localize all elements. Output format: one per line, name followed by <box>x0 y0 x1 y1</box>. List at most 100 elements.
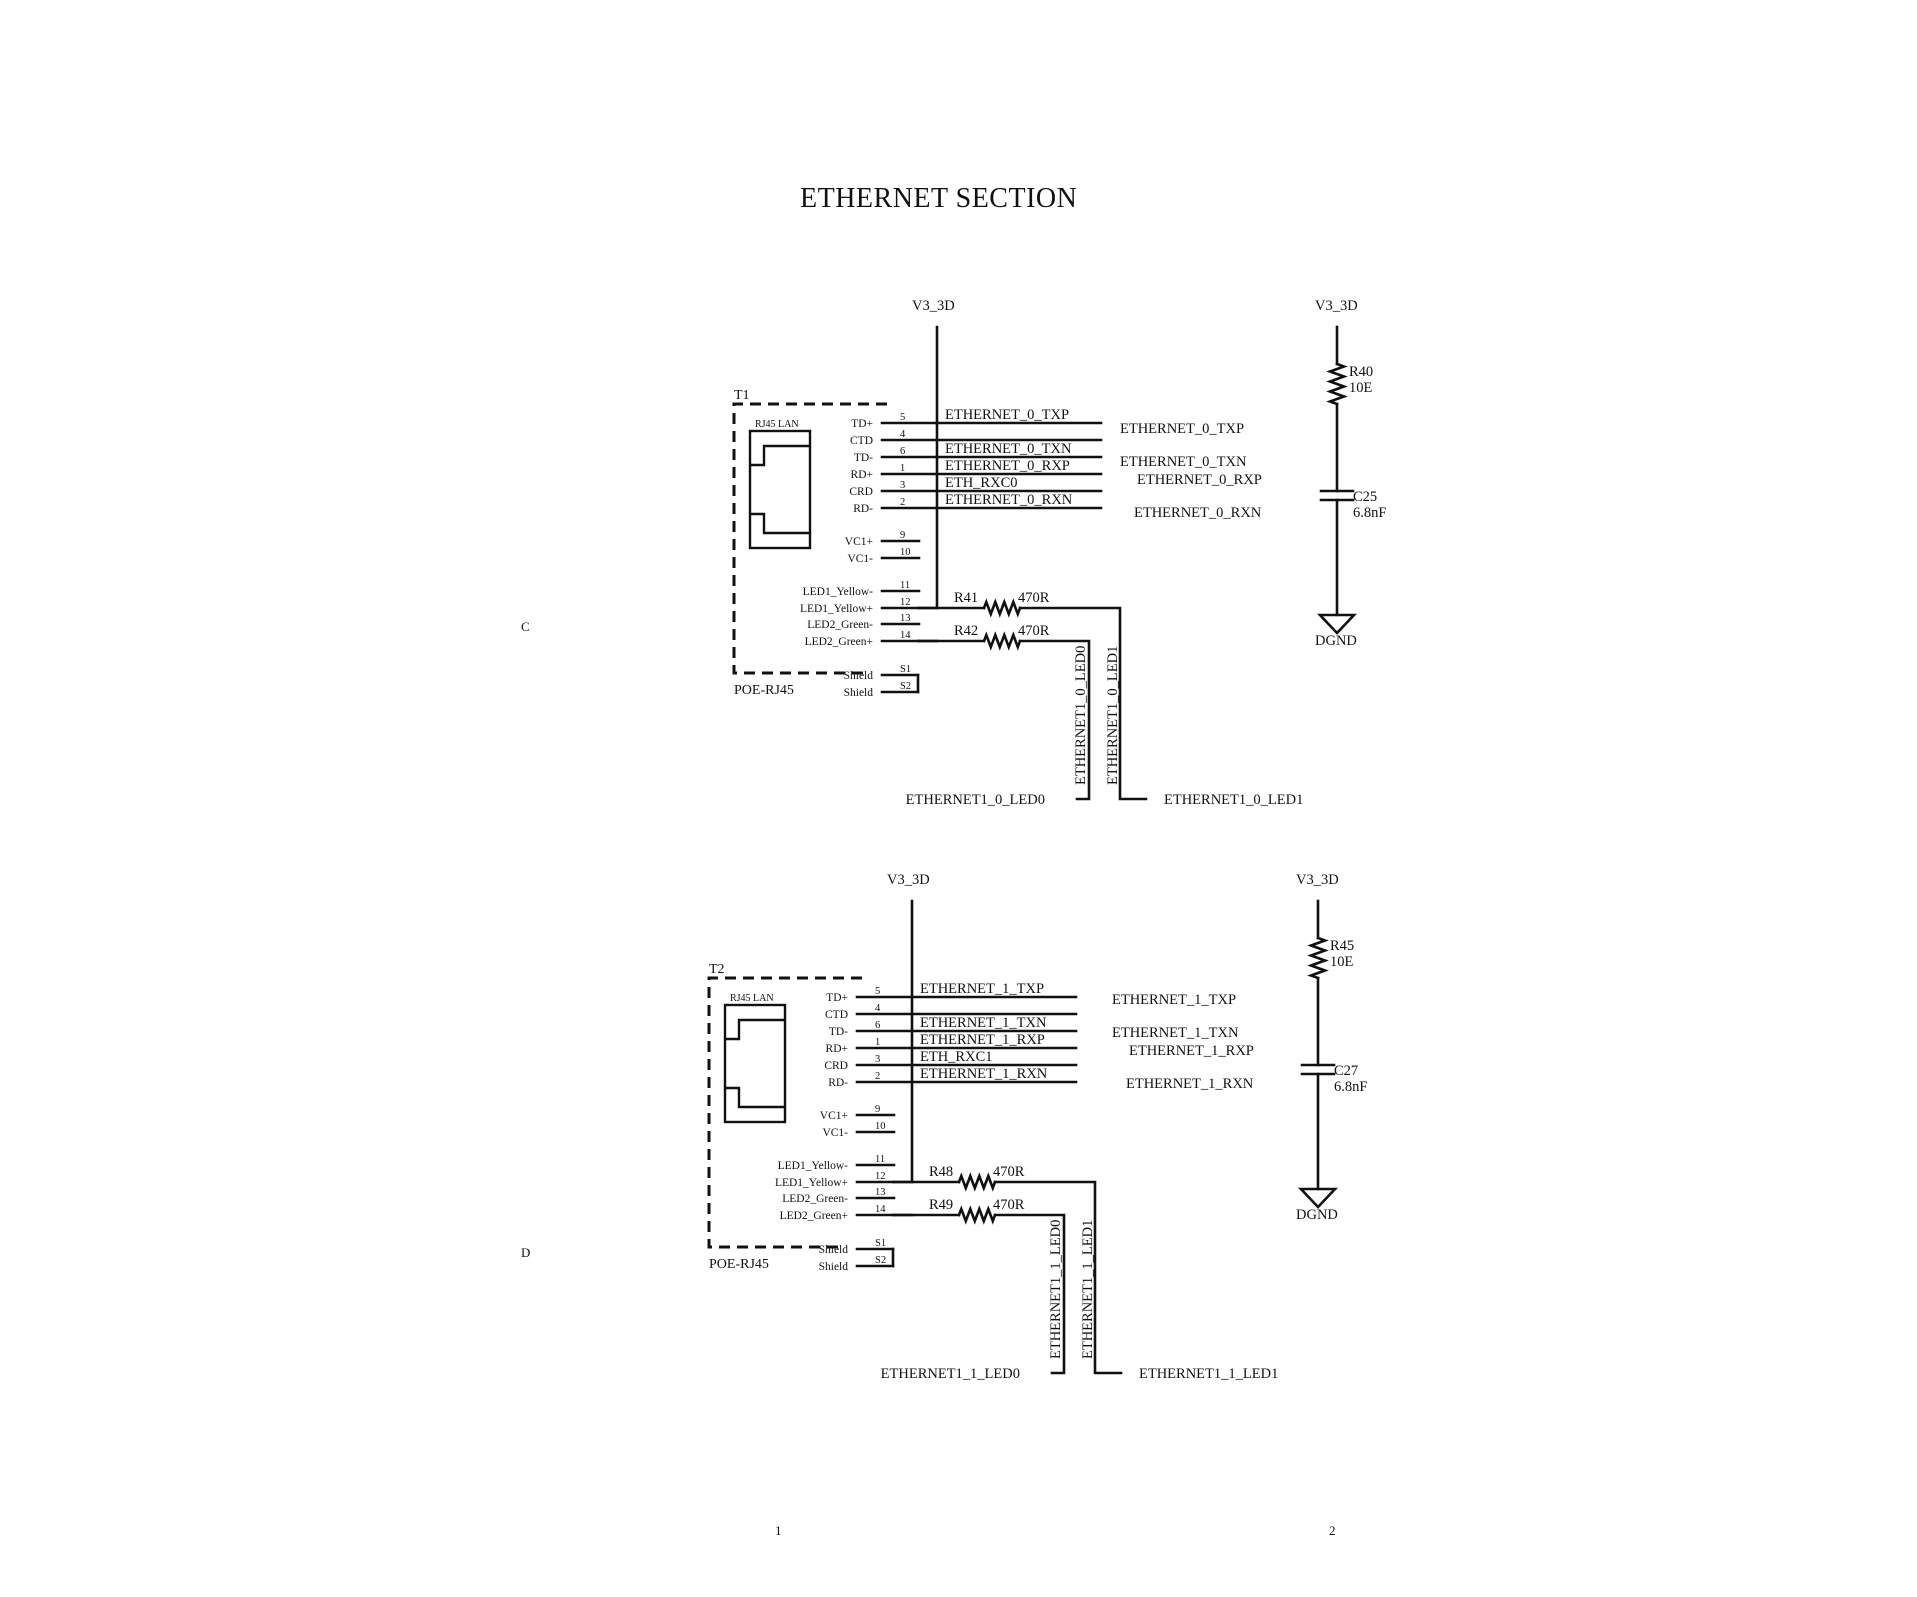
net-label: ETHERNET_0_TXN <box>945 441 1072 457</box>
led0-trace <box>993 1213 1066 1375</box>
net-label: ETHERNET_1_TXN <box>920 1015 1047 1031</box>
power-label: V3_3D <box>887 872 930 888</box>
led1-net-vertical: ETHERNET1_1_LED1 <box>1080 1220 1096 1359</box>
pin-name: TD+ <box>826 992 848 1004</box>
led1-net-label: ETHERNET1_0_LED1 <box>1164 792 1303 808</box>
pin-number: 13 <box>900 613 911 624</box>
pin-name: LED1_Yellow+ <box>775 1177 848 1189</box>
pin-number: 4 <box>900 429 906 440</box>
pin-name: RD+ <box>851 469 873 481</box>
led1-net-vertical: ETHERNET1_0_LED1 <box>1105 646 1121 785</box>
jack-outline <box>707 976 862 1249</box>
termination-power-label: V3_3D <box>1315 298 1358 314</box>
jack-value: POE-RJ45 <box>709 1257 769 1272</box>
pin-name: LED2_Green- <box>782 1193 848 1205</box>
pin-number: S1 <box>875 1238 886 1249</box>
led-resistor-ref: R49 <box>929 1197 953 1213</box>
zone-label-2: 2 <box>1329 1523 1336 1538</box>
pin-number: 5 <box>900 412 905 423</box>
capacitor-value: 6.8nF <box>1353 505 1386 521</box>
port-net-label: ETHERNET_1_RXP <box>1129 1043 1254 1059</box>
ground-icon <box>1297 1187 1339 1209</box>
pin-number: 2 <box>900 497 905 508</box>
jack-outline <box>732 402 887 675</box>
ground-label: DGND <box>1296 1207 1338 1223</box>
pin-number: 4 <box>875 1003 881 1014</box>
termination-power-label: V3_3D <box>1296 872 1339 888</box>
rj45-jack-icon <box>723 1003 787 1124</box>
led1-trace <box>993 1180 1123 1375</box>
led-resistor-ref: R42 <box>954 623 978 639</box>
pin-number: 9 <box>900 530 905 541</box>
port-net-label: ETHERNET_1_TXN <box>1112 1025 1239 1041</box>
pin-name: LED2_Green- <box>807 619 873 631</box>
pin-number: 1 <box>900 463 905 474</box>
led-resistor-ref: R41 <box>954 590 978 606</box>
led0-net-label: ETHERNET1_0_LED0 <box>906 792 1045 808</box>
pin-name: Shield <box>844 670 874 682</box>
pin-number: 10 <box>900 547 911 558</box>
net-label: ETHERNET_0_TXP <box>945 407 1069 423</box>
pin-name: TD- <box>829 1026 848 1038</box>
pin-name: LED2_Green+ <box>780 1210 848 1222</box>
net-label: ETHERNET_1_TXP <box>920 981 1044 997</box>
pin-number: 3 <box>900 480 905 491</box>
jack-inner-label: RJ45 LAN <box>730 993 774 1004</box>
pin-name: LED1_Yellow- <box>803 586 874 598</box>
port-net-label: ETHERNET_0_RXN <box>1134 505 1262 521</box>
pin-name: VC1+ <box>820 1110 848 1122</box>
capacitor-value: 6.8nF <box>1334 1079 1367 1095</box>
pin-name: LED2_Green+ <box>805 636 873 648</box>
net-label: ETH_RXC1 <box>920 1049 993 1065</box>
led0-net-label: ETHERNET1_1_LED0 <box>881 1366 1020 1382</box>
pin-number: 11 <box>875 1154 885 1165</box>
net-label: ETHERNET_1_RXP <box>920 1032 1045 1048</box>
termination-resistor-value: 10E <box>1330 954 1354 970</box>
termination-resistor-symbol <box>1307 936 1329 980</box>
ground-icon <box>1316 613 1358 635</box>
port-net-label: ETHERNET_0_TXN <box>1120 454 1247 470</box>
pin-number: 14 <box>875 1204 886 1215</box>
net-label: ETHERNET_0_RXP <box>945 458 1070 474</box>
led1-trace <box>1018 606 1148 801</box>
net-label: ETHERNET_1_RXN <box>920 1066 1048 1082</box>
pin-name: CTD <box>850 435 873 447</box>
capacitor-ref: C27 <box>1334 1063 1358 1079</box>
pin-number: 6 <box>875 1020 880 1031</box>
port-net-label: ETHERNET_1_TXP <box>1112 992 1236 1008</box>
pin-number: 5 <box>875 986 880 997</box>
pin-number: 2 <box>875 1071 880 1082</box>
pin-number: 10 <box>875 1121 886 1132</box>
termination-resistor-symbol <box>1326 362 1348 406</box>
jack-inner-label: RJ45 LAN <box>755 419 799 430</box>
pin-number: 12 <box>875 1171 886 1182</box>
port-net-label: ETHERNET_1_RXN <box>1126 1076 1254 1092</box>
pin-name: VC1- <box>822 1127 848 1139</box>
pin-name: TD- <box>854 452 873 464</box>
led-resistor-ref: R48 <box>929 1164 953 1180</box>
pin-name: RD+ <box>826 1043 848 1055</box>
pin-name: VC1- <box>847 553 873 565</box>
pin-name: LED1_Yellow+ <box>800 603 873 615</box>
pin-number: 14 <box>900 630 911 641</box>
port-net-label: ETHERNET_0_TXP <box>1120 421 1244 437</box>
rj45-tab-lower <box>725 1086 785 1109</box>
zone-label-1: 1 <box>775 1523 782 1538</box>
termination-resistor-value: 10E <box>1349 380 1373 396</box>
pin-name: RD- <box>853 503 873 515</box>
pin-number: 11 <box>900 580 910 591</box>
pin-name: CTD <box>825 1009 848 1021</box>
led-resistor-value: 470R <box>993 1164 1025 1180</box>
rj45-tab-upper <box>750 444 810 467</box>
termination-resistor-ref: R40 <box>1349 364 1373 380</box>
capacitor-ref: C25 <box>1353 489 1377 505</box>
pin-number: 6 <box>900 446 905 457</box>
led0-trace <box>1018 639 1091 801</box>
pin-name: CRD <box>824 1060 848 1072</box>
rj45-tab-upper <box>725 1018 785 1041</box>
pin-name: VC1+ <box>845 536 873 548</box>
led-resistor-symbol <box>982 631 1022 651</box>
